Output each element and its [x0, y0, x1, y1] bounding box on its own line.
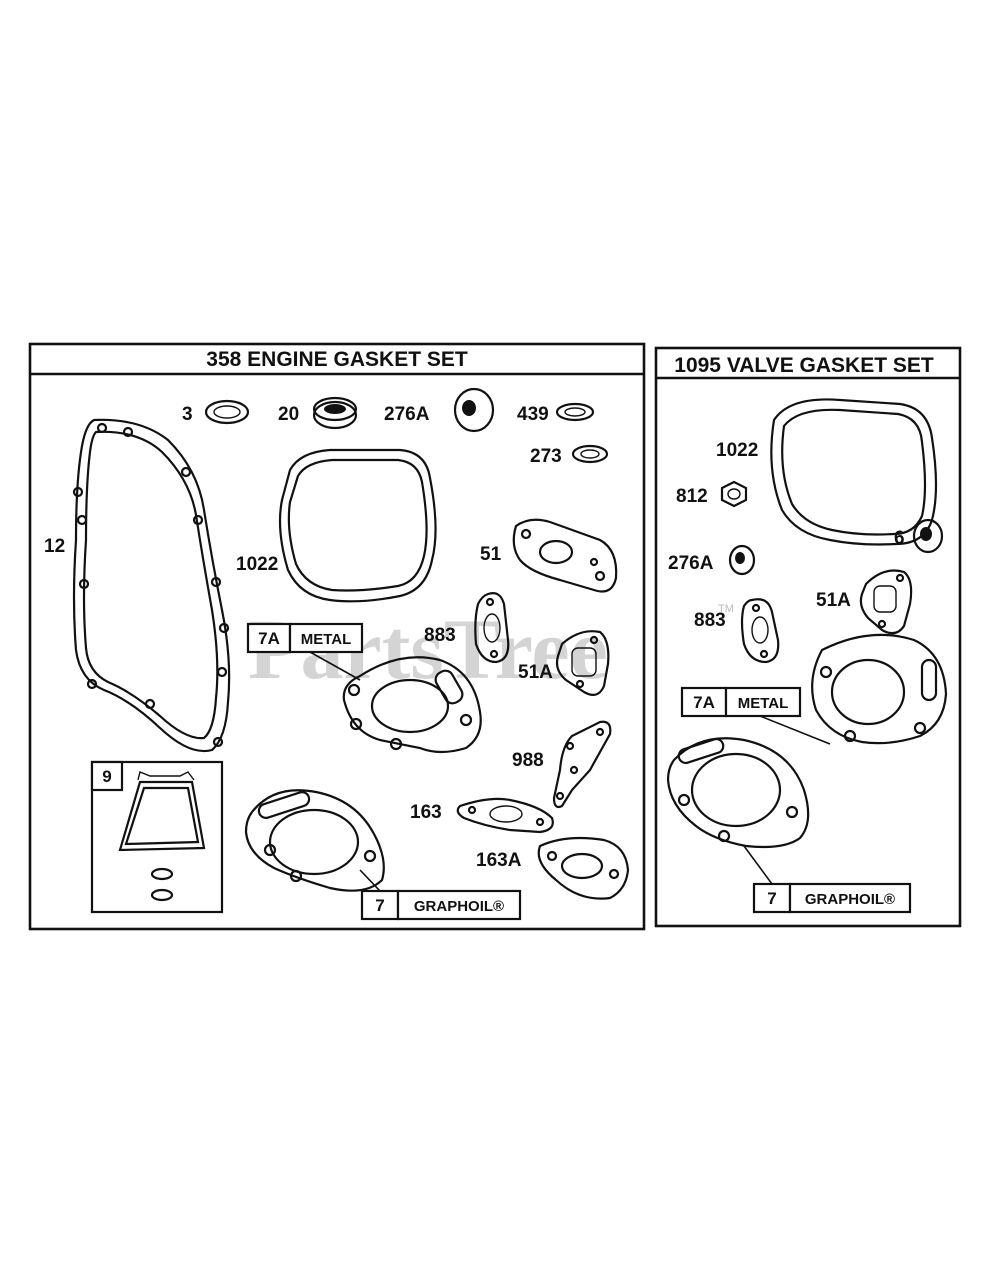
part-276a-grommet: 276A [384, 387, 495, 433]
valve-tag-7-text: GRAPHOIL® [805, 891, 895, 908]
valve-label-812: 812 [676, 486, 708, 507]
part-439-washer: 439 [517, 402, 595, 425]
valve-panel-border [654, 346, 962, 928]
tag-7-text: GRAPHOIL® [414, 898, 504, 915]
label-9: 9 [102, 767, 111, 786]
engine-panel-title: 358 ENGINE GASKET SET [206, 348, 468, 371]
label-1022: 1022 [236, 554, 278, 575]
valve-label-51a: 51A [816, 590, 851, 611]
part-1022-valve-cover-gasket: 1022 [236, 448, 437, 603]
tag-7a-text: METAL [301, 631, 352, 648]
label-51: 51 [480, 544, 502, 565]
label-163: 163 [410, 802, 442, 823]
tag-7-graphoil: 7 GRAPHOIL® [359, 869, 522, 921]
part-51-carb-gasket: 51 [480, 518, 618, 593]
label-883: 883 [424, 625, 456, 646]
part-9-inset: 9 [90, 760, 224, 914]
valve-tag-7a-number: 7A [693, 693, 715, 712]
part-7-graphoil-head-gasket [244, 789, 385, 892]
watermark-tm: TM [718, 603, 734, 615]
valve-tag-7-graphoil: 7 GRAPHOIL® [743, 845, 912, 914]
valve-tag-7a-text: METAL [738, 695, 789, 712]
valve-tag-7a-metal: 7A METAL [680, 686, 831, 745]
part-7a-metal-head-gasket [342, 656, 482, 754]
label-276a: 276A [384, 404, 430, 425]
part-20-oil-seal: 20 [278, 396, 358, 430]
label-20: 20 [278, 404, 299, 425]
part-12-crankcase-gasket: 12 [44, 418, 231, 753]
part-273-washer: 273 [530, 444, 609, 467]
engine-gasket-set-panel: 358 ENGINE GASKET SET 3 20 276A 439 [28, 342, 646, 931]
valve-part-51a-gasket: 51A [816, 569, 913, 635]
part-163-gasket: 163 [410, 797, 554, 834]
tag-7-number: 7 [375, 896, 384, 915]
part-163a-gasket: 163A [476, 836, 630, 900]
valve-gasket-set-panel: 1095 VALVE GASKET SET 1022 812 6 276A [654, 346, 962, 928]
valve-label-1022: 1022 [716, 440, 758, 461]
part-883-gasket: 883 [424, 592, 510, 664]
tag-7a-metal: 7A METAL [246, 622, 364, 681]
label-273: 273 [530, 446, 562, 467]
valve-part-276a-grommet: 276A [668, 544, 756, 576]
engine-panel-border [28, 342, 646, 931]
tag-7a-number: 7A [258, 629, 280, 648]
label-12: 12 [44, 536, 65, 557]
label-51a: 51A [518, 662, 553, 683]
valve-part-1022-gasket: 1022 [716, 398, 938, 546]
valve-part-6-seal: 6 [894, 518, 944, 554]
label-988: 988 [512, 750, 544, 771]
valve-panel-title: 1095 VALVE GASKET SET [674, 354, 934, 377]
valve-label-276a: 276A [668, 553, 714, 574]
valve-part-7a-metal-head-gasket [811, 633, 948, 745]
label-163a: 163A [476, 850, 522, 871]
valve-part-7-graphoil-head-gasket [666, 737, 810, 849]
valve-part-883-gasket: 883 [694, 598, 780, 664]
part-51a-gasket: 51A [518, 630, 610, 697]
label-439: 439 [517, 404, 549, 425]
valve-tag-7-number: 7 [767, 889, 776, 908]
valve-part-812-nut: 812 [676, 480, 748, 508]
valve-label-883: 883 [694, 610, 726, 631]
label-3: 3 [182, 404, 193, 425]
part-3-seal: 3 [182, 399, 250, 425]
part-988-plate: 988 [512, 720, 612, 809]
valve-label-6: 6 [894, 528, 905, 549]
